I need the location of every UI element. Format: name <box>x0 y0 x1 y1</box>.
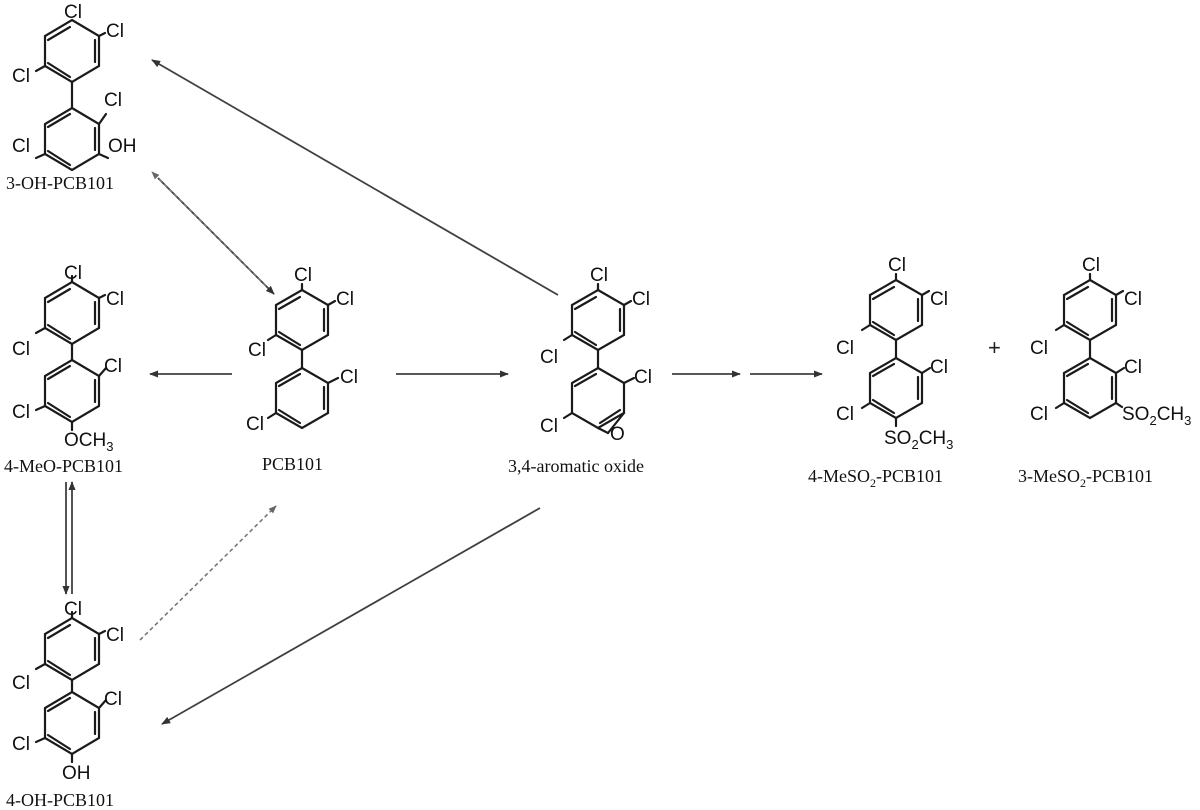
chlorine-label: Cl <box>1124 289 1142 310</box>
compound-3-oh-pcb101: Cl Cl Cl Cl Cl OH 3-OH-PCB101 <box>6 2 137 193</box>
chlorine-label: Cl <box>64 2 82 23</box>
compound-name: 3-MeSO2-PCB101 <box>1018 466 1153 490</box>
compound-pcb101: Cl Cl Cl Cl Cl PCB101 <box>246 265 358 474</box>
chlorine-label: Cl <box>930 357 948 378</box>
epoxide-ring <box>562 366 636 435</box>
chlorine-label: Cl <box>104 90 122 111</box>
chlorine-label: Cl <box>540 347 558 368</box>
chlorine-label: Cl <box>632 289 650 310</box>
chlorine-label: Cl <box>1030 338 1048 359</box>
chlorine-label: Cl <box>12 673 30 694</box>
chlorine-label: Cl <box>12 66 30 87</box>
lower-ring <box>860 356 932 428</box>
chlorine-label: Cl <box>106 625 124 646</box>
upper-ring <box>34 18 107 84</box>
chlorine-label: Cl <box>106 21 124 42</box>
chlorine-label: Cl <box>590 265 608 286</box>
upper-ring <box>860 272 931 342</box>
compound-name: 3,4-aromatic oxide <box>508 456 644 476</box>
chlorine-label: Cl <box>1082 255 1100 276</box>
chlorine-label: Cl <box>64 599 82 620</box>
chlorine-label: Cl <box>836 404 854 425</box>
chlorine-label: Cl <box>540 416 558 437</box>
compound-name: 3-OH-PCB101 <box>6 173 114 193</box>
upper-ring <box>34 610 107 682</box>
arrow-4-oh-to-pcb101-dotted <box>139 505 277 641</box>
upper-ring <box>562 282 633 352</box>
reaction-arrows <box>62 59 823 725</box>
compound-name: PCB101 <box>262 454 323 474</box>
chlorine-label: Cl <box>294 265 312 286</box>
arrow-pcb101-to-3-oh-dotted <box>151 171 267 287</box>
upper-ring <box>1054 272 1125 342</box>
upper-ring <box>266 282 337 352</box>
lower-ring <box>1054 356 1126 420</box>
methoxy-label: OCH3 <box>64 430 113 454</box>
lower-ring <box>34 106 110 172</box>
chlorine-label: Cl <box>12 402 30 423</box>
compound-4-meo-pcb101: Cl Cl Cl Cl Cl OCH3 4-MeO-PCB101 <box>4 263 124 476</box>
lower-ring <box>266 366 340 430</box>
chlorine-label: Cl <box>104 689 122 710</box>
chlorine-label: Cl <box>930 289 948 310</box>
compound-3-meso2-pcb101: Cl Cl Cl Cl Cl SO2CH3 3-MeSO2-PCB101 <box>1018 255 1191 490</box>
compound-name: 4-MeO-PCB101 <box>4 456 123 476</box>
chlorine-label: Cl <box>246 414 264 435</box>
lower-ring <box>34 358 108 432</box>
compound-3-4-aromatic-oxide: Cl Cl Cl Cl Cl O 3,4-aromatic oxide <box>508 265 652 476</box>
chlorine-label: Cl <box>248 340 266 361</box>
chlorine-label: Cl <box>12 734 30 755</box>
upper-ring <box>34 274 107 346</box>
chlorine-label: Cl <box>64 263 82 284</box>
arrow-oxide-to-4-oh <box>161 507 541 725</box>
methylsulfonyl-label: SO2CH3 <box>884 428 953 452</box>
chlorine-label: Cl <box>340 367 358 388</box>
arrow-oxide-to-3-oh <box>151 59 559 296</box>
chlorine-label: Cl <box>12 339 30 360</box>
compound-4-meso2-pcb101: Cl Cl Cl Cl Cl SO2CH3 4-MeSO2-PCB101 <box>808 255 953 490</box>
lower-ring <box>34 690 108 764</box>
plus-sign: + <box>988 335 1001 360</box>
chlorine-label: Cl <box>336 289 354 310</box>
hydroxyl-label: OH <box>62 763 91 784</box>
compound-name: 4-OH-PCB101 <box>6 790 114 810</box>
chlorine-label: Cl <box>12 136 30 157</box>
chlorine-label: Cl <box>106 289 124 310</box>
hydroxyl-label: OH <box>108 136 137 157</box>
compound-name: 4-MeSO2-PCB101 <box>808 466 943 490</box>
chlorine-label: Cl <box>888 255 906 276</box>
chlorine-label: Cl <box>104 356 122 377</box>
chlorine-label: Cl <box>634 367 652 388</box>
oxygen-label: O <box>610 424 625 445</box>
chlorine-label: Cl <box>836 338 854 359</box>
compound-4-oh-pcb101: Cl Cl Cl Cl Cl OH 4-OH-PCB101 <box>6 599 124 810</box>
chlorine-label: Cl <box>1030 404 1048 425</box>
chlorine-label: Cl <box>1124 357 1142 378</box>
methylsulfonyl-label: SO2CH3 <box>1122 404 1191 428</box>
